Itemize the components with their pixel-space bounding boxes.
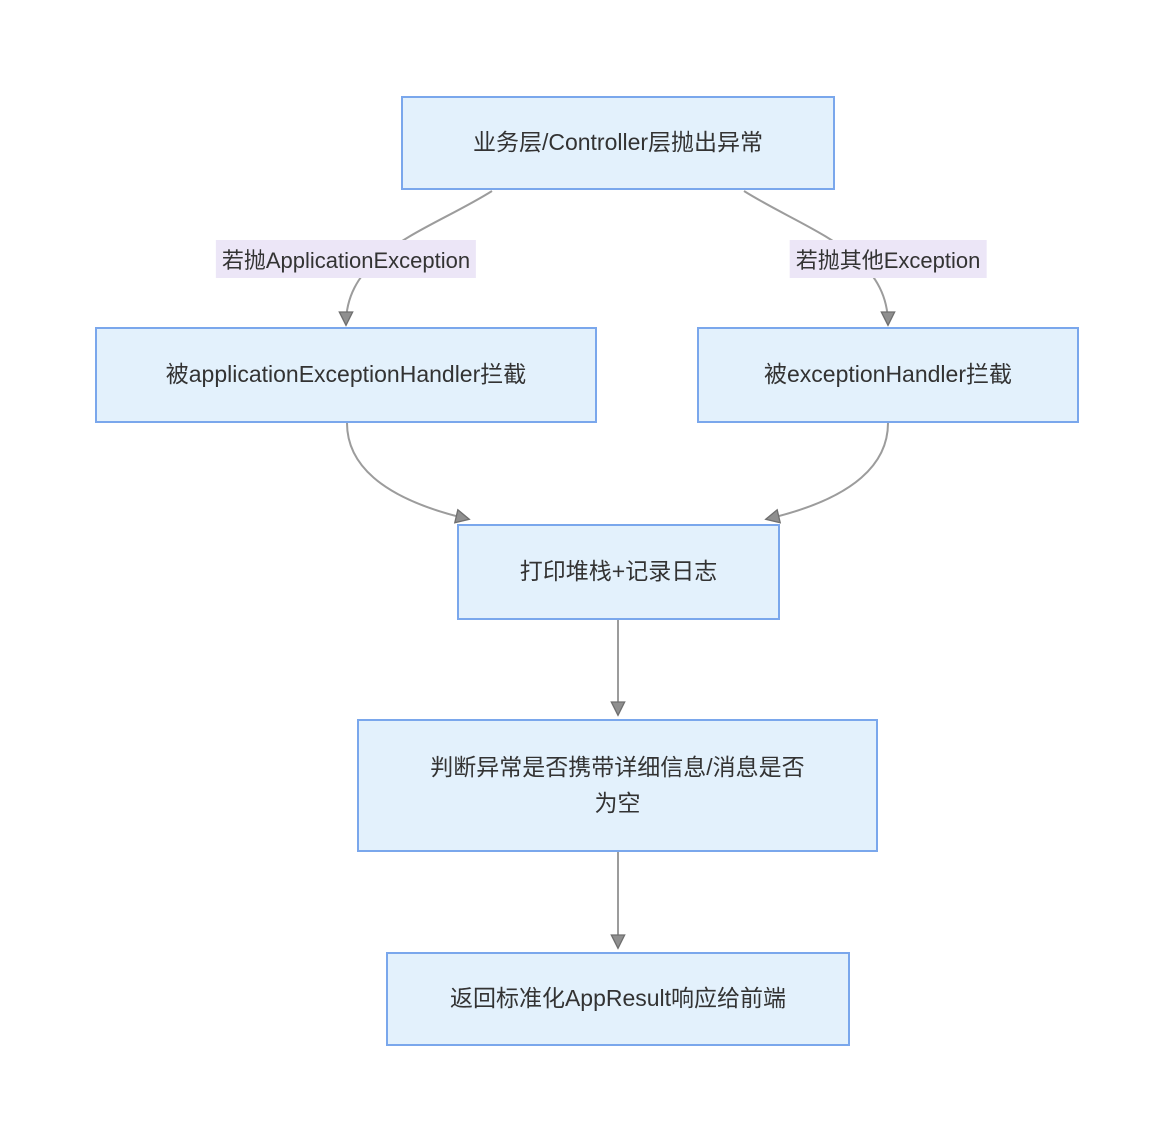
edge-exhandler-to-log [767, 422, 889, 519]
node-judge-message-line2: 为空 [594, 789, 641, 816]
node-throw-exception-label: 业务层/Controller层抛出异常 [472, 129, 764, 156]
node-application-exception-handler: 被applicationExceptionHandler拦截 [95, 327, 597, 423]
node-return-appresult: 返回标准化AppResult响应给前端 [386, 952, 850, 1046]
node-judge-message-line1: 判断异常是否携带详细信息/消息是否 [430, 753, 805, 780]
node-judge-message: 判断异常是否携带详细信息/消息是否 为空 [357, 719, 878, 852]
node-print-stack-log-label: 打印堆栈+记录日志 [519, 558, 718, 585]
edge-label-application-exception: 若抛ApplicationException [215, 240, 477, 278]
edge-label-other-exception: 若抛其他Exception [789, 240, 987, 278]
node-return-appresult-label: 返回标准化AppResult响应给前端 [449, 985, 787, 1012]
node-print-stack-log: 打印堆栈+记录日志 [457, 524, 780, 620]
node-exception-handler-label: 被exceptionHandler拦截 [763, 361, 1012, 388]
node-exception-handler: 被exceptionHandler拦截 [697, 327, 1079, 423]
node-throw-exception: 业务层/Controller层抛出异常 [401, 96, 835, 190]
node-application-exception-handler-label: 被applicationExceptionHandler拦截 [165, 361, 527, 388]
edge-apphandler-to-log [346, 422, 468, 519]
